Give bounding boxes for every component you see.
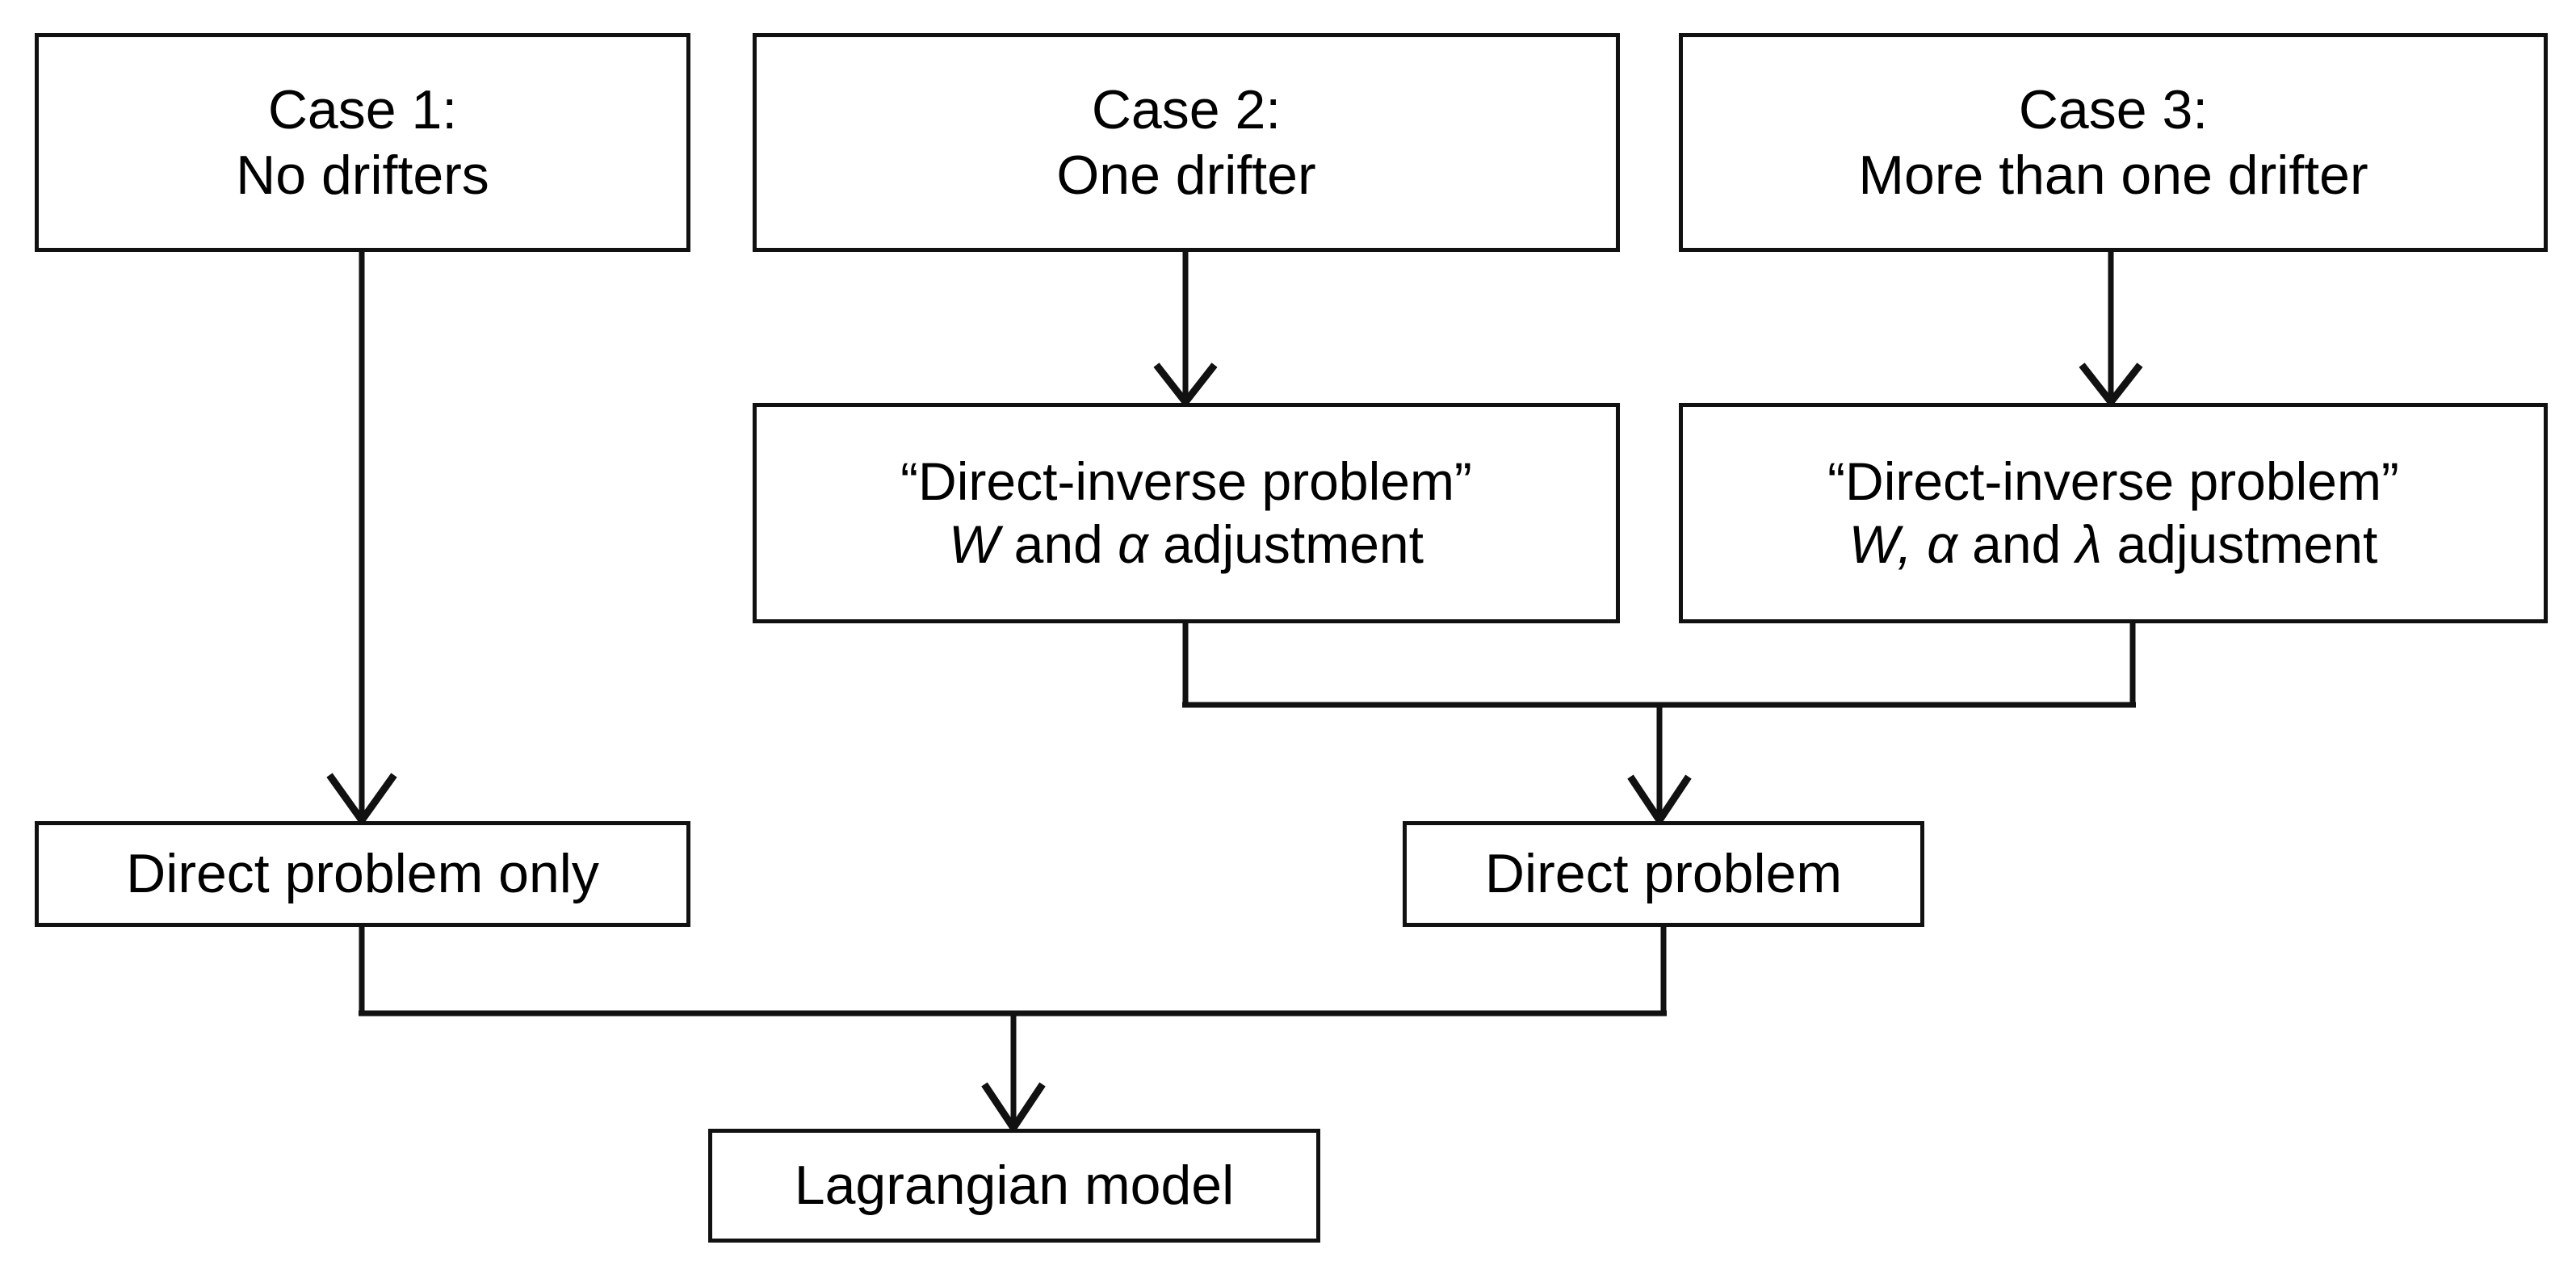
case-3-line-2: More than one drifter	[1858, 144, 2368, 206]
connector-direct-boxes-merge-to-lagrangian-model	[359, 927, 1667, 1135]
symbol-alpha: α	[1927, 514, 1957, 574]
symbol-lambda: λ	[2075, 514, 2103, 574]
node-case-2[interactable]: Case 2: One drifter	[753, 33, 1620, 252]
case-2-line-2: One drifter	[1056, 144, 1316, 206]
case-3-line-1: Case 3:	[2018, 79, 2209, 141]
node-direct-inverse-problem-case-3[interactable]: “Direct-inverse problem” W, α and λ adju…	[1679, 403, 2548, 623]
connector-case2-to-inverse-box-2	[1153, 252, 1218, 409]
direct-problem-only-label: Direct problem only	[126, 843, 599, 905]
node-lagrangian-model[interactable]: Lagrangian model	[708, 1129, 1320, 1243]
node-direct-problem-only[interactable]: Direct problem only	[35, 821, 690, 927]
case-2-line-1: Case 2:	[1091, 79, 1282, 141]
inverse-2-line-2: W and α adjustment	[949, 514, 1424, 576]
symbol-w: W	[949, 514, 1000, 574]
connector-inverse-boxes-merge-to-direct-problem	[1182, 623, 2136, 828]
node-direct-inverse-problem-case-2[interactable]: “Direct-inverse problem” W and α adjustm…	[753, 403, 1620, 623]
inverse-3-line-2: W, α and λ adjustment	[1849, 514, 2378, 576]
direct-problem-label: Direct problem	[1484, 843, 1843, 905]
node-direct-problem[interactable]: Direct problem	[1403, 821, 1924, 927]
lagrangian-model-label: Lagrangian model	[794, 1155, 1235, 1217]
node-case-3[interactable]: Case 3: More than one drifter	[1679, 33, 2548, 252]
symbol-w: W,	[1848, 514, 1912, 574]
case-1-line-1: Case 1:	[267, 79, 458, 141]
inverse-2-tail-text: adjustment	[1147, 514, 1424, 574]
connector-case1-to-direct-problem-only	[326, 252, 397, 827]
symbol-alpha: α	[1118, 514, 1148, 574]
inverse-2-mid-text: and	[999, 514, 1118, 574]
inverse-3-mid-text: and	[1957, 514, 2076, 574]
case-1-line-2: No drifters	[236, 144, 489, 206]
inverse-2-line-1: “Direct-inverse problem”	[900, 451, 1472, 511]
inverse-3-tail-text: adjustment	[2102, 514, 2378, 574]
connector-case3-to-inverse-box-3	[2079, 252, 2143, 409]
node-case-1[interactable]: Case 1: No drifters	[35, 33, 690, 252]
inverse-3-line-1: “Direct-inverse problem”	[1827, 451, 2399, 511]
